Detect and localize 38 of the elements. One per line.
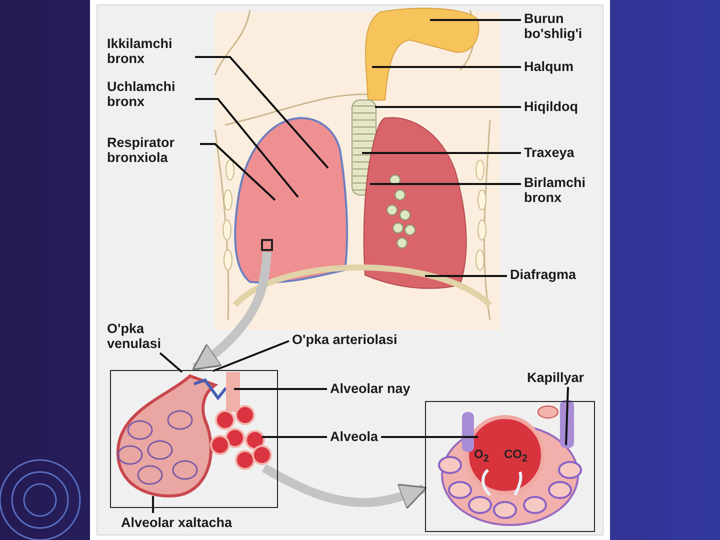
inset-frame — [110, 370, 278, 508]
part-label: Respirator bronxiola — [107, 135, 176, 165]
part-label: Kapillyar — [527, 370, 584, 385]
part-label: Burun bo'shlig'i — [524, 11, 584, 41]
leader-line — [375, 106, 521, 108]
leader-line — [370, 183, 521, 185]
leader-line — [362, 152, 521, 154]
inset-frame — [425, 401, 595, 532]
gas-label: O$_{2}$ — [474, 447, 489, 464]
part-label: Alveolar nay — [330, 381, 410, 396]
gas-label: CO$_{2}$ — [504, 447, 528, 464]
leader-line — [425, 275, 507, 277]
leader-line — [262, 436, 327, 438]
leader-line — [430, 19, 521, 21]
part-label: Halqum — [524, 59, 574, 74]
leader-line — [152, 496, 154, 513]
part-label: O'pka venulasi — [107, 321, 162, 351]
leader-line — [234, 388, 327, 390]
part-label: Traxeya — [524, 145, 574, 160]
arrow — [262, 464, 428, 510]
part-label: Alveola — [330, 429, 378, 444]
part-label: Birlamchi bronx — [524, 175, 587, 205]
part-label: Hiqildoq — [524, 99, 578, 114]
leader-line — [195, 56, 329, 169]
leader-line — [381, 436, 478, 438]
leader-line — [159, 352, 183, 373]
leader-line — [565, 386, 569, 446]
arrow — [192, 252, 272, 372]
magnified-area-box — [261, 239, 273, 251]
part-label: Uchlamchi bronx — [107, 79, 176, 109]
leader-line — [212, 340, 290, 372]
leader-line — [372, 66, 521, 68]
part-label: O'pka arteriolasi — [292, 332, 398, 347]
part-label: Diafragma — [510, 267, 576, 282]
part-label: Ikkilamchi bronx — [107, 36, 174, 66]
leader-line — [195, 98, 299, 198]
part-label: Alveolar xaltacha — [121, 515, 232, 530]
leader-line — [200, 143, 276, 201]
